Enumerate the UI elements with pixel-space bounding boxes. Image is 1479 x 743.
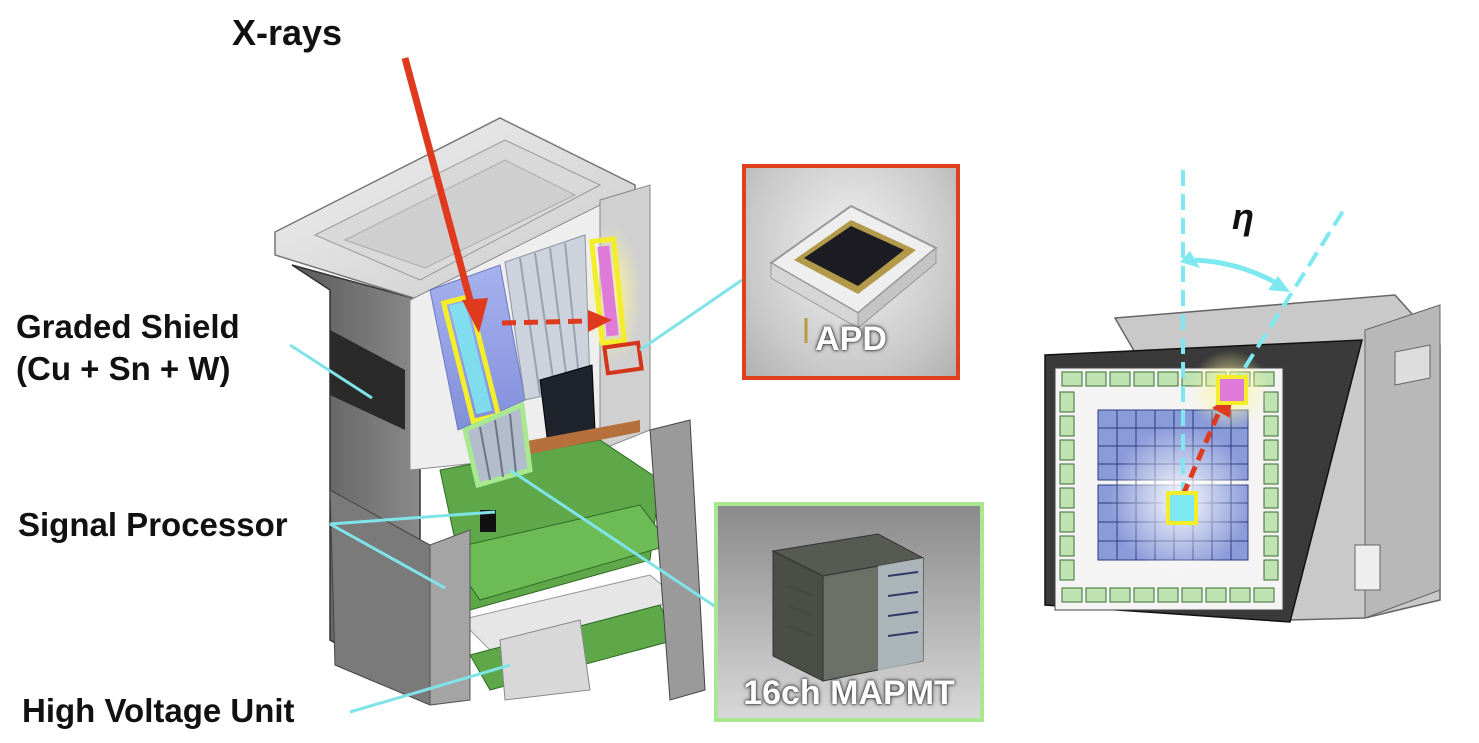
xray-arrow: [401, 57, 488, 333]
apd-sensor-icon: [769, 204, 938, 343]
high-voltage-unit-label: High Voltage Unit: [22, 692, 295, 729]
detector-cutaway: [274, 117, 706, 706]
graded-shield-label: Graded Shield: [16, 308, 240, 345]
graded-shield-material-label: (Cu + Sn + W): [16, 350, 231, 387]
signal-processor-label: Signal Processor: [18, 506, 288, 543]
scatter-arrow: [501, 310, 612, 332]
mapmt-tube-icon: [771, 533, 925, 682]
xrays-label: X-rays: [232, 12, 343, 53]
apd-photo: APD: [742, 164, 960, 380]
detector-cube: [1044, 170, 1441, 623]
mapmt-photo: 16ch MAPMT: [714, 502, 984, 722]
eta-label: η: [1232, 196, 1254, 237]
leader-lines: [289, 278, 743, 714]
apd-caption: APD: [815, 320, 887, 358]
mapmt-caption: 16ch MAPMT: [743, 674, 955, 712]
